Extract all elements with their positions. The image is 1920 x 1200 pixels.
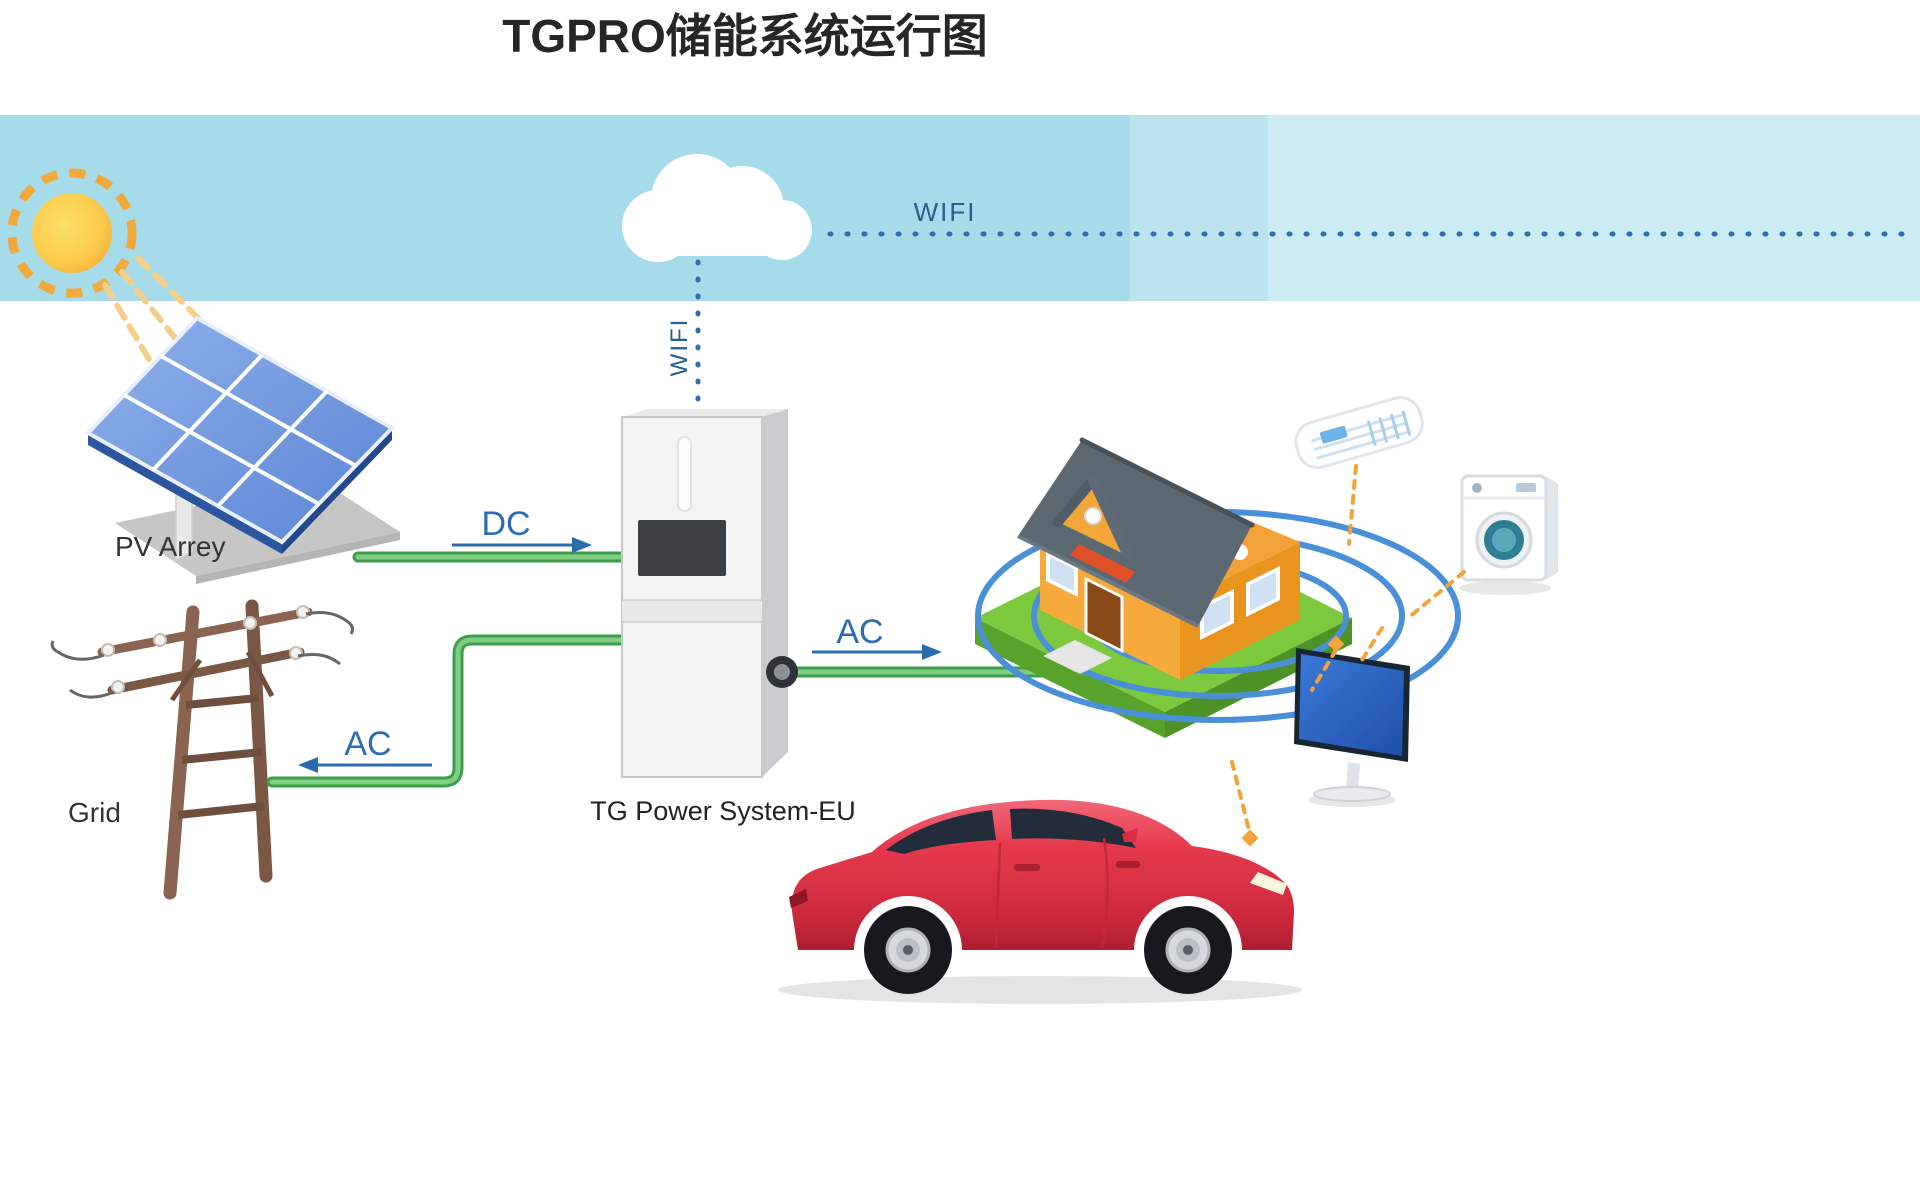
dc-label: DC (481, 505, 530, 543)
house (975, 437, 1461, 738)
solar-panel (84, 315, 400, 584)
cloud-icon (622, 154, 812, 262)
ac-grid-line (266, 634, 626, 788)
side-wall-windows (1200, 566, 1280, 640)
page-title: TGPRO储能系统运行图 (502, 10, 988, 62)
car-wheel-front (1144, 906, 1232, 994)
smart-link-dashes (1230, 464, 1466, 832)
smart-link-nodes (1241, 635, 1345, 847)
ac-grid-label: AC (344, 725, 391, 763)
ac-grid-arrowhead (298, 757, 318, 773)
panel-grid-lines (123, 353, 357, 508)
grid-pole (50, 599, 354, 900)
wifi-inverter-label: WIFI (666, 318, 693, 377)
front-wall-items (1046, 551, 1124, 654)
ac-home-arrowhead (922, 644, 942, 660)
inverter-unit (621, 409, 798, 778)
dc-flow: DC (452, 505, 592, 553)
sky-band (0, 115, 1920, 301)
air-conditioner (1294, 396, 1424, 470)
dormer (1053, 475, 1133, 561)
dc-arrowhead (572, 537, 592, 553)
car-wheel-rear (864, 906, 952, 994)
ac-fins (1366, 410, 1412, 447)
grid-label: Grid (68, 797, 121, 828)
washing-machine (1459, 474, 1558, 595)
pv-label: PV Arrey (115, 531, 225, 562)
ac-grid-flow: AC (298, 725, 432, 773)
inverter-label: TG Power System-EU (590, 796, 856, 826)
wifi-cloud-label: WIFI (914, 197, 977, 227)
wire-stubs (50, 610, 354, 699)
tv-monitor (1294, 648, 1410, 807)
ac-home-label: AC (836, 613, 883, 651)
ac-home-flow: AC (812, 613, 942, 660)
electric-car (778, 799, 1302, 1004)
inverter-output-port (766, 656, 798, 688)
